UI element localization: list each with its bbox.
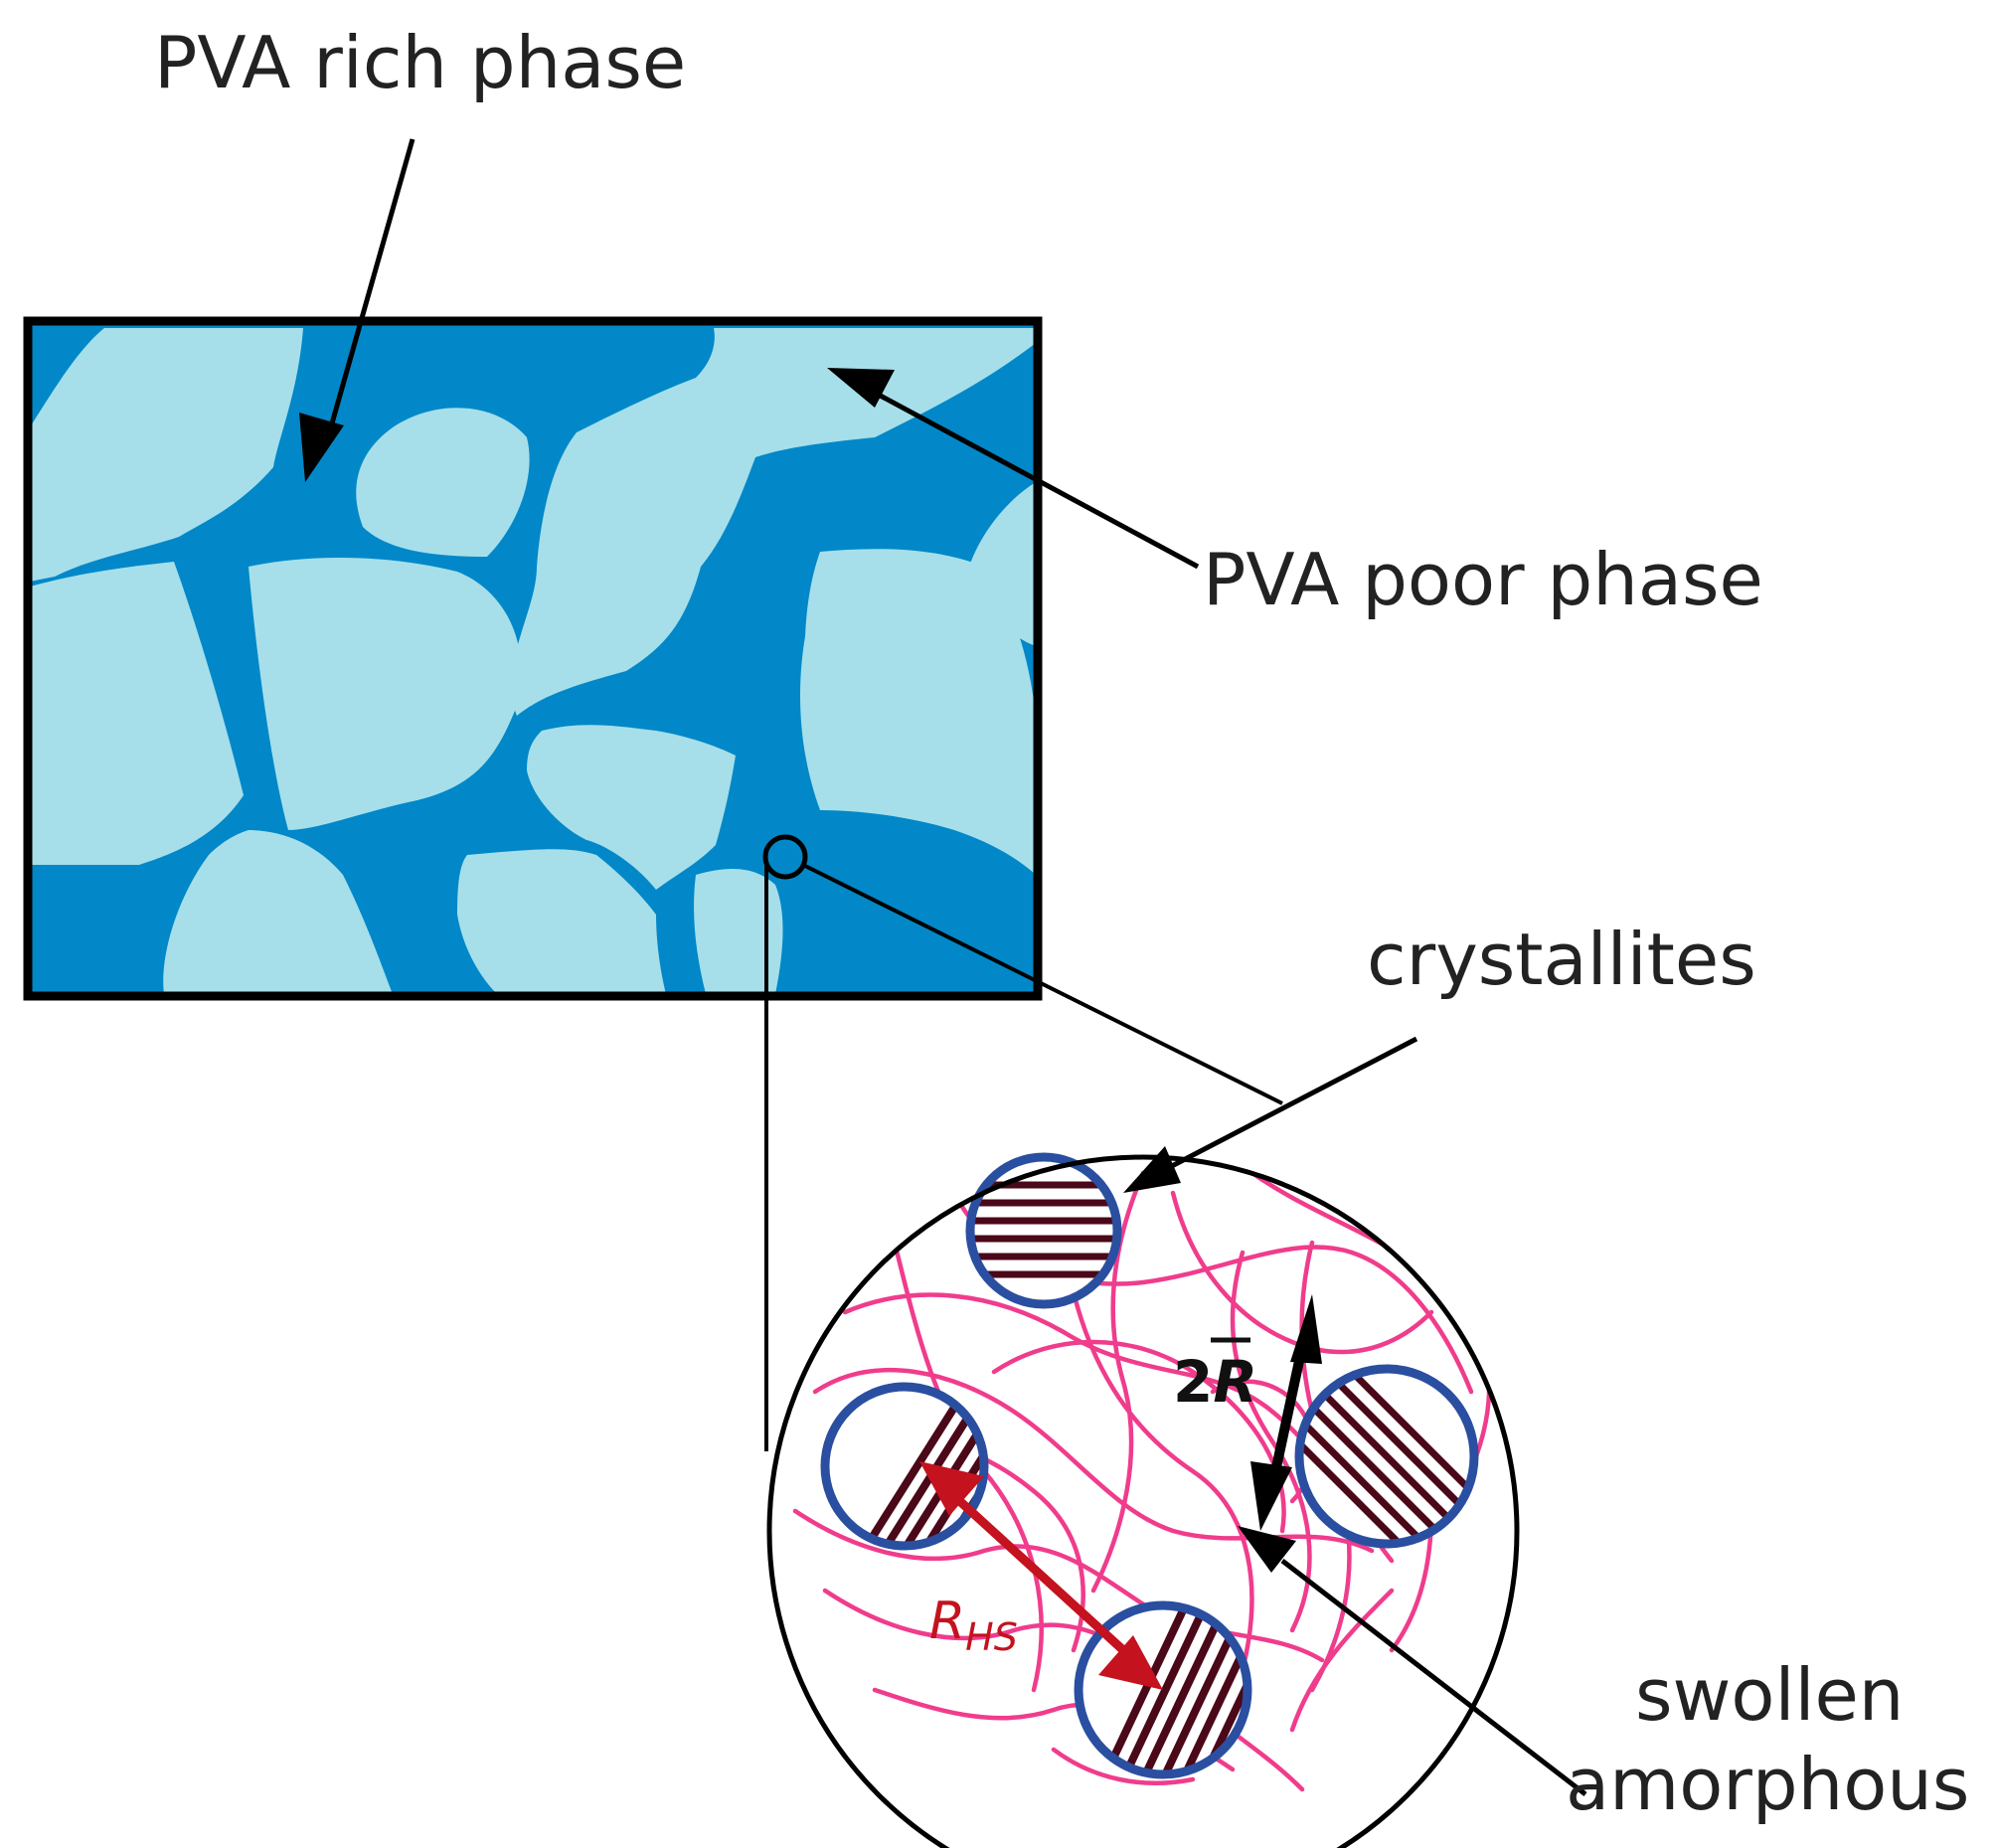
arrow-crystallites <box>1166 1036 1418 1171</box>
pva-poor-domain <box>511 328 1036 716</box>
arrow-head-crystallites <box>1123 1146 1181 1193</box>
arrow-head-pva-poor <box>827 368 895 408</box>
pva-poor-domain <box>30 328 303 582</box>
rhs-label: RHS <box>929 1592 1018 1659</box>
pva-poor-domain <box>249 557 522 830</box>
pva-rich-phase-label: PVA rich phase <box>154 21 686 104</box>
pva-poor-domain <box>163 830 393 994</box>
zoom-connector-line <box>802 863 1283 1105</box>
zoom-origin-circle <box>762 834 808 880</box>
magnified-circle-outline <box>766 1154 1520 1848</box>
pointer-arrows <box>299 138 1587 1796</box>
swollen-label: swollen <box>1635 1653 1904 1737</box>
arrow-head-pva-rich <box>299 413 344 482</box>
rhs-distance-arrow <box>919 1461 1163 1690</box>
pva-poor-phase-label: PVA poor phase <box>1203 538 1763 621</box>
phase-morphology-panel <box>23 316 1043 1001</box>
pva-poor-domain <box>30 562 244 865</box>
magnified-circle-fill <box>769 1157 1517 1848</box>
rhs-main: R <box>929 1592 965 1651</box>
pva-poor-domain <box>800 549 1036 875</box>
two-r-label: 2R <box>1173 1348 1257 1416</box>
r-bar-symbol: R <box>1213 1348 1257 1416</box>
crystallites-label: crystallites <box>1367 918 1756 1001</box>
two-r-size-arrow <box>1250 1294 1322 1531</box>
pva-poor-domain <box>356 408 530 557</box>
arrow-swollen-amorphous <box>1280 1559 1587 1796</box>
pva-poor-domain <box>527 725 736 890</box>
crystallite <box>1294 1364 1479 1549</box>
two-r-number: 2 <box>1173 1348 1213 1416</box>
pva-poor-domain <box>969 482 1036 646</box>
arrow-head-swollen-amorphous <box>1238 1526 1296 1573</box>
zoom-connector <box>762 834 1283 1451</box>
crystallite <box>965 1152 1122 1309</box>
pva-poor-domain <box>694 869 783 994</box>
arrow-pva-rich <box>325 138 416 438</box>
arrow-pva-poor <box>873 390 1200 570</box>
morphology-frame <box>23 316 1043 1001</box>
pva-poor-domain <box>457 849 666 994</box>
magnified-structure <box>766 1152 1520 1848</box>
rhs-subscript: HS <box>965 1615 1018 1659</box>
amorphous-label: amorphous <box>1566 1743 1969 1826</box>
